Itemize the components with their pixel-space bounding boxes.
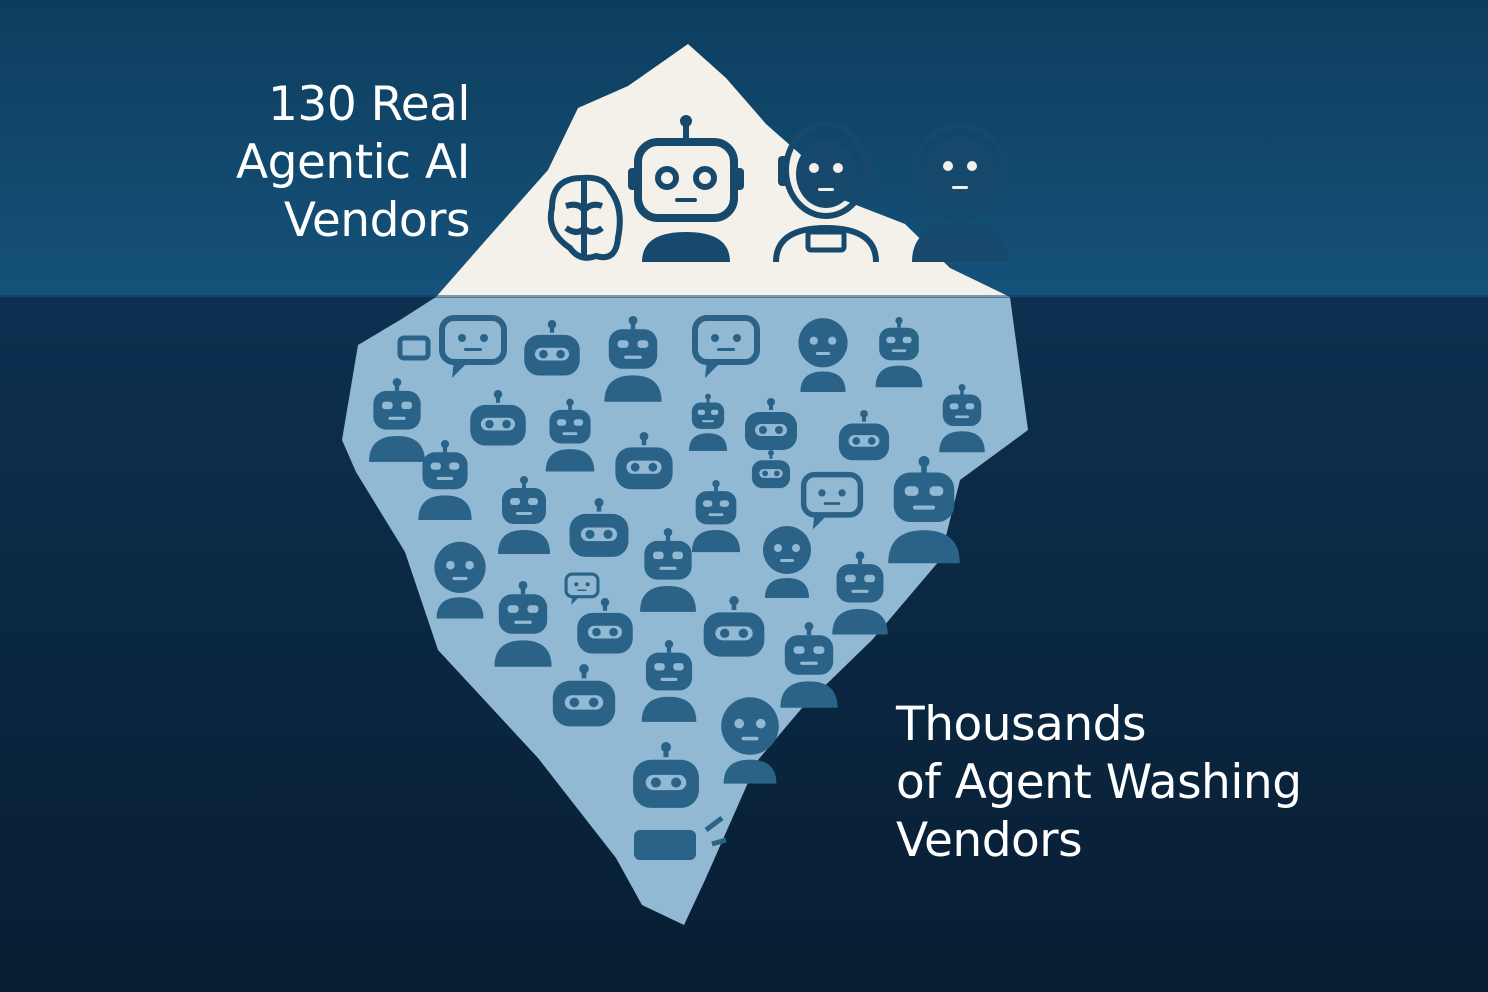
person-avatar-icon [911,123,1009,262]
below-water-label: Thousands of Agent Washing Vendors [896,696,1376,870]
above-label-line1: 130 Real [268,77,470,132]
robot-head-icon [628,115,744,262]
above-label-line3: Vendors [283,193,471,248]
above-water-label: 130 Real Agentic AI Vendors [110,76,470,250]
below-label-line2: of Agent Washing [896,755,1302,810]
robot-icon [634,830,696,860]
robot-icon [721,697,779,784]
waterline [0,295,1488,298]
robot-icon [763,526,811,598]
humanoid-robot-icon [773,121,879,263]
below-label-line3: Vendors [896,813,1083,868]
robot-icon [798,318,848,392]
underwater-robots [369,316,985,860]
robot-icon [434,541,486,619]
brain-icon [547,174,623,261]
above-label-line2: Agentic AI [236,135,470,190]
below-label-line1: Thousands [896,697,1146,752]
